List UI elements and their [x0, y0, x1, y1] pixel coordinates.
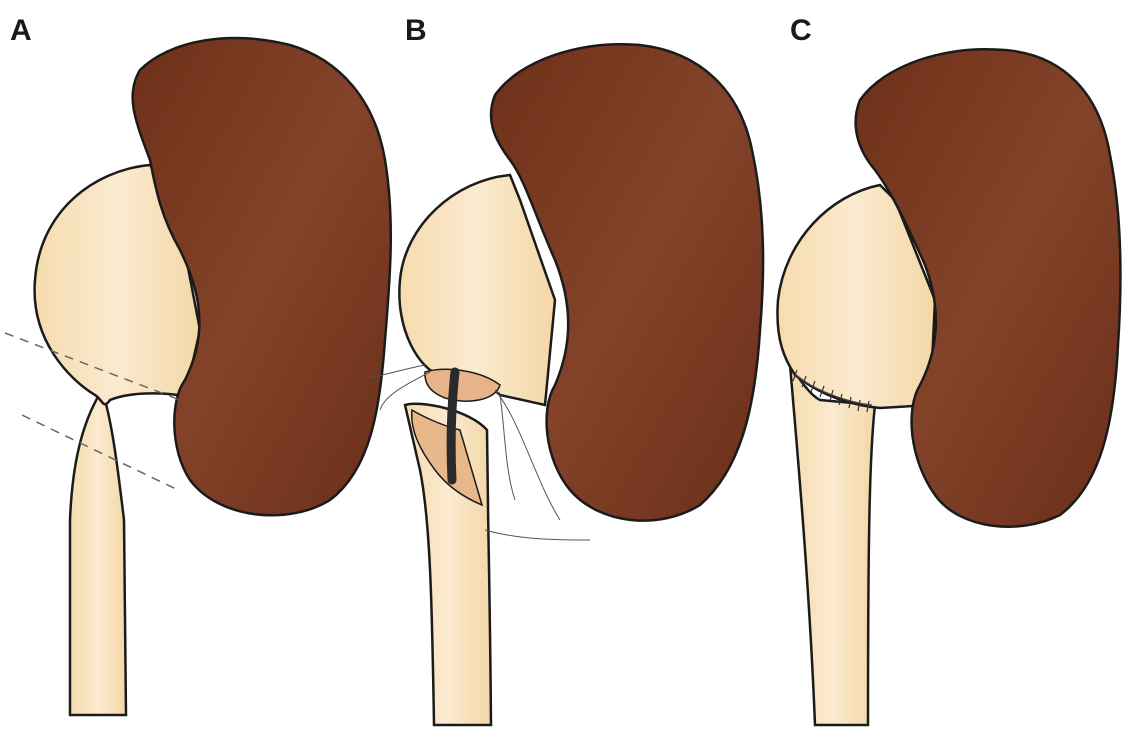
suture-thread-b5 — [500, 395, 515, 500]
panel-b — [368, 44, 763, 725]
stent-tube-b — [451, 372, 455, 480]
ureter-c — [790, 365, 875, 725]
ureter-a — [70, 390, 126, 715]
suture-thread-b4 — [485, 530, 590, 540]
panel-a — [5, 38, 391, 715]
panel-c — [777, 49, 1120, 725]
renal-pelvis-b — [399, 175, 555, 405]
